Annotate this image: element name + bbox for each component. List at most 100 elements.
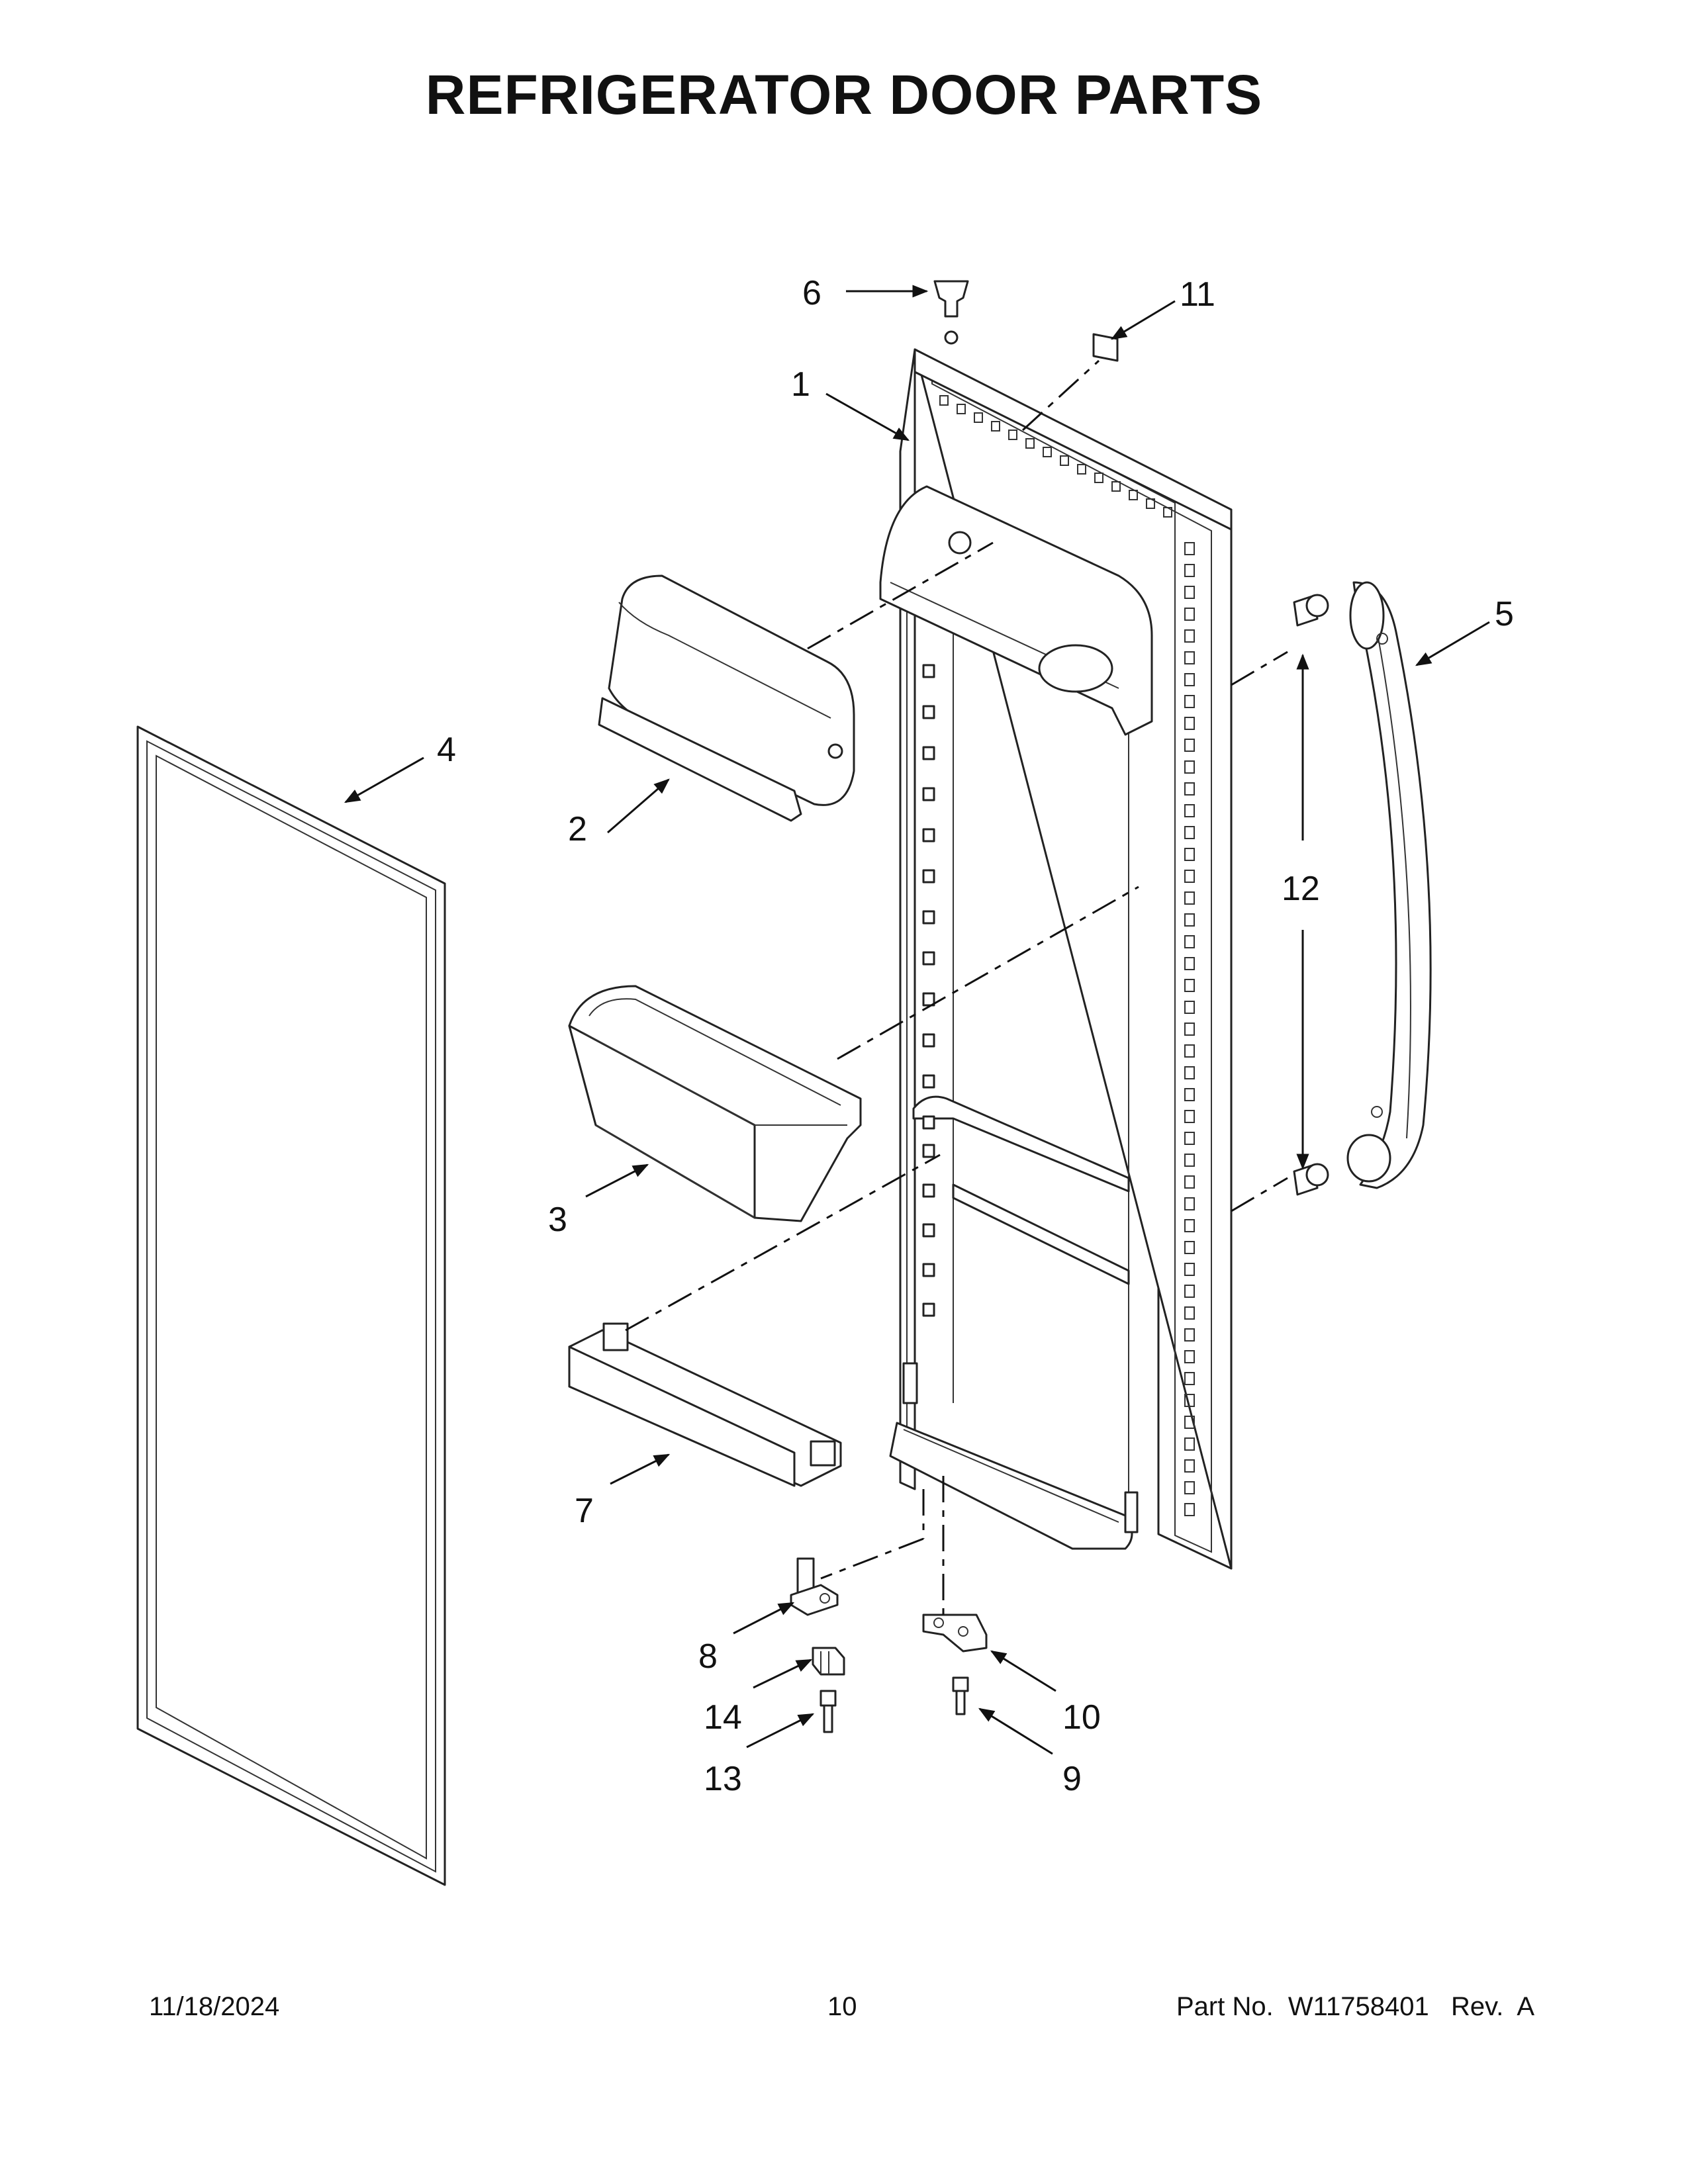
gasket-slot	[1184, 564, 1195, 577]
shelf-tab	[922, 828, 935, 842]
gasket-slot	[1184, 1219, 1195, 1232]
gasket-slot	[1184, 1285, 1195, 1298]
hinge-screw-left	[820, 1690, 837, 1733]
gasket-slot	[1184, 935, 1195, 948]
gasket-slot	[1184, 1175, 1195, 1189]
gasket-slot	[957, 404, 966, 414]
gasket-slot	[1184, 1481, 1195, 1494]
callout-1: 1	[791, 365, 810, 404]
callout-13: 13	[704, 1760, 742, 1798]
shelf-tab	[922, 1263, 935, 1277]
door-liner	[879, 348, 1233, 1570]
callout-11: 11	[1180, 275, 1215, 314]
assembly-lines	[625, 359, 1288, 1621]
gasket-slot	[1184, 1350, 1195, 1363]
lower-hinge-plate	[922, 1614, 988, 1653]
shelf-tab	[922, 951, 935, 966]
gasket-slot	[1184, 1154, 1195, 1167]
gasket-slot	[1184, 1459, 1195, 1473]
lower-hinge-bracket	[790, 1557, 839, 1616]
callout-7: 7	[575, 1492, 594, 1530]
gasket-slot	[1008, 430, 1017, 440]
shelf-tab	[922, 787, 935, 801]
shelf-tab	[922, 869, 935, 884]
gasket-slot	[1184, 1001, 1195, 1014]
gasket-slot	[1184, 1328, 1195, 1342]
shelf-tab	[922, 1223, 935, 1238]
gasket-slot	[1184, 629, 1195, 643]
gasket-slot	[1025, 438, 1035, 449]
gasket-slot	[1184, 782, 1195, 796]
gasket-slot	[1184, 651, 1195, 664]
gasket-slot	[1060, 455, 1069, 466]
page-title: REFRIGERATOR DOOR PARTS	[425, 64, 1263, 126]
hinge-spacer	[812, 1647, 845, 1676]
shelf-tab	[922, 1144, 935, 1158]
gasket-slot	[1184, 542, 1195, 555]
shelf-tab	[922, 1033, 935, 1048]
gasket-slot	[1184, 1044, 1195, 1058]
gasket-slot	[1184, 586, 1195, 599]
liner-shelf-tabs	[922, 664, 935, 1317]
lower-door-bar	[568, 1322, 842, 1487]
gasket-slot	[1184, 717, 1195, 730]
gasket-slot	[1184, 739, 1195, 752]
handle-mounting-studs	[1293, 594, 1329, 1196]
callout-4: 4	[437, 731, 456, 769]
gasket-slot	[974, 412, 983, 423]
gasket-slot	[1184, 673, 1195, 686]
gasket-slot	[1184, 1197, 1195, 1210]
footer-part-number: Part No. W11758401 Rev. A	[1176, 1992, 1534, 2021]
gasket-slot	[1184, 1437, 1195, 1451]
gasket-slot	[1184, 826, 1195, 839]
gasket-slot	[1184, 1263, 1195, 1276]
door-handle	[1346, 581, 1432, 1189]
top-plug	[933, 280, 969, 345]
gasket-slot	[1163, 507, 1172, 518]
shelf-tab	[922, 1074, 935, 1089]
gasket-slot	[1184, 1394, 1195, 1407]
gasket-slot	[991, 421, 1000, 432]
callout-5: 5	[1495, 595, 1514, 633]
gasket-slot	[1184, 848, 1195, 861]
shelf-tab	[922, 910, 935, 925]
callout-12: 12	[1282, 870, 1320, 908]
gasket-slot	[1077, 464, 1086, 475]
shelf-tab	[922, 746, 935, 760]
gasket-slot	[1184, 804, 1195, 817]
footer-date: 11/18/2024	[149, 1992, 280, 2021]
gasket-slot	[1184, 1503, 1195, 1516]
gasket-slot	[1184, 1023, 1195, 1036]
gasket-slot	[1184, 913, 1195, 927]
gasket-slot	[1043, 447, 1052, 457]
shelf-tab	[922, 664, 935, 678]
callout-8: 8	[698, 1637, 718, 1676]
callout-9: 9	[1062, 1760, 1082, 1798]
gasket-slot	[1111, 481, 1121, 492]
callout-6: 6	[802, 274, 821, 312]
gasket-slot	[939, 395, 949, 406]
shelf-tab	[922, 1183, 935, 1198]
gasket-slot	[1184, 695, 1195, 708]
shelf-tab	[922, 1115, 935, 1130]
gasket-slot	[1184, 608, 1195, 621]
gasket-slot	[1184, 1088, 1195, 1101]
gasket-slot	[1146, 498, 1155, 509]
gasket-slot	[1184, 891, 1195, 905]
gasket-slot	[1094, 473, 1103, 483]
gasket-slot	[1184, 1110, 1195, 1123]
gasket-slot	[1184, 957, 1195, 970]
gasket-slot	[1184, 1132, 1195, 1145]
shelf-tab	[922, 705, 935, 719]
hinge-screw-right	[952, 1676, 969, 1715]
gasket-slot	[1184, 1241, 1195, 1254]
door-label	[1092, 333, 1119, 362]
gasket-slot	[1184, 1066, 1195, 1079]
gasket-slot	[1184, 1372, 1195, 1385]
footer-page-number: 10	[827, 1992, 857, 2021]
gasket-slot	[1184, 1306, 1195, 1320]
gasket-slot	[1184, 1416, 1195, 1429]
gasket-slots	[939, 395, 1195, 1516]
gasket-slot	[1184, 979, 1195, 992]
